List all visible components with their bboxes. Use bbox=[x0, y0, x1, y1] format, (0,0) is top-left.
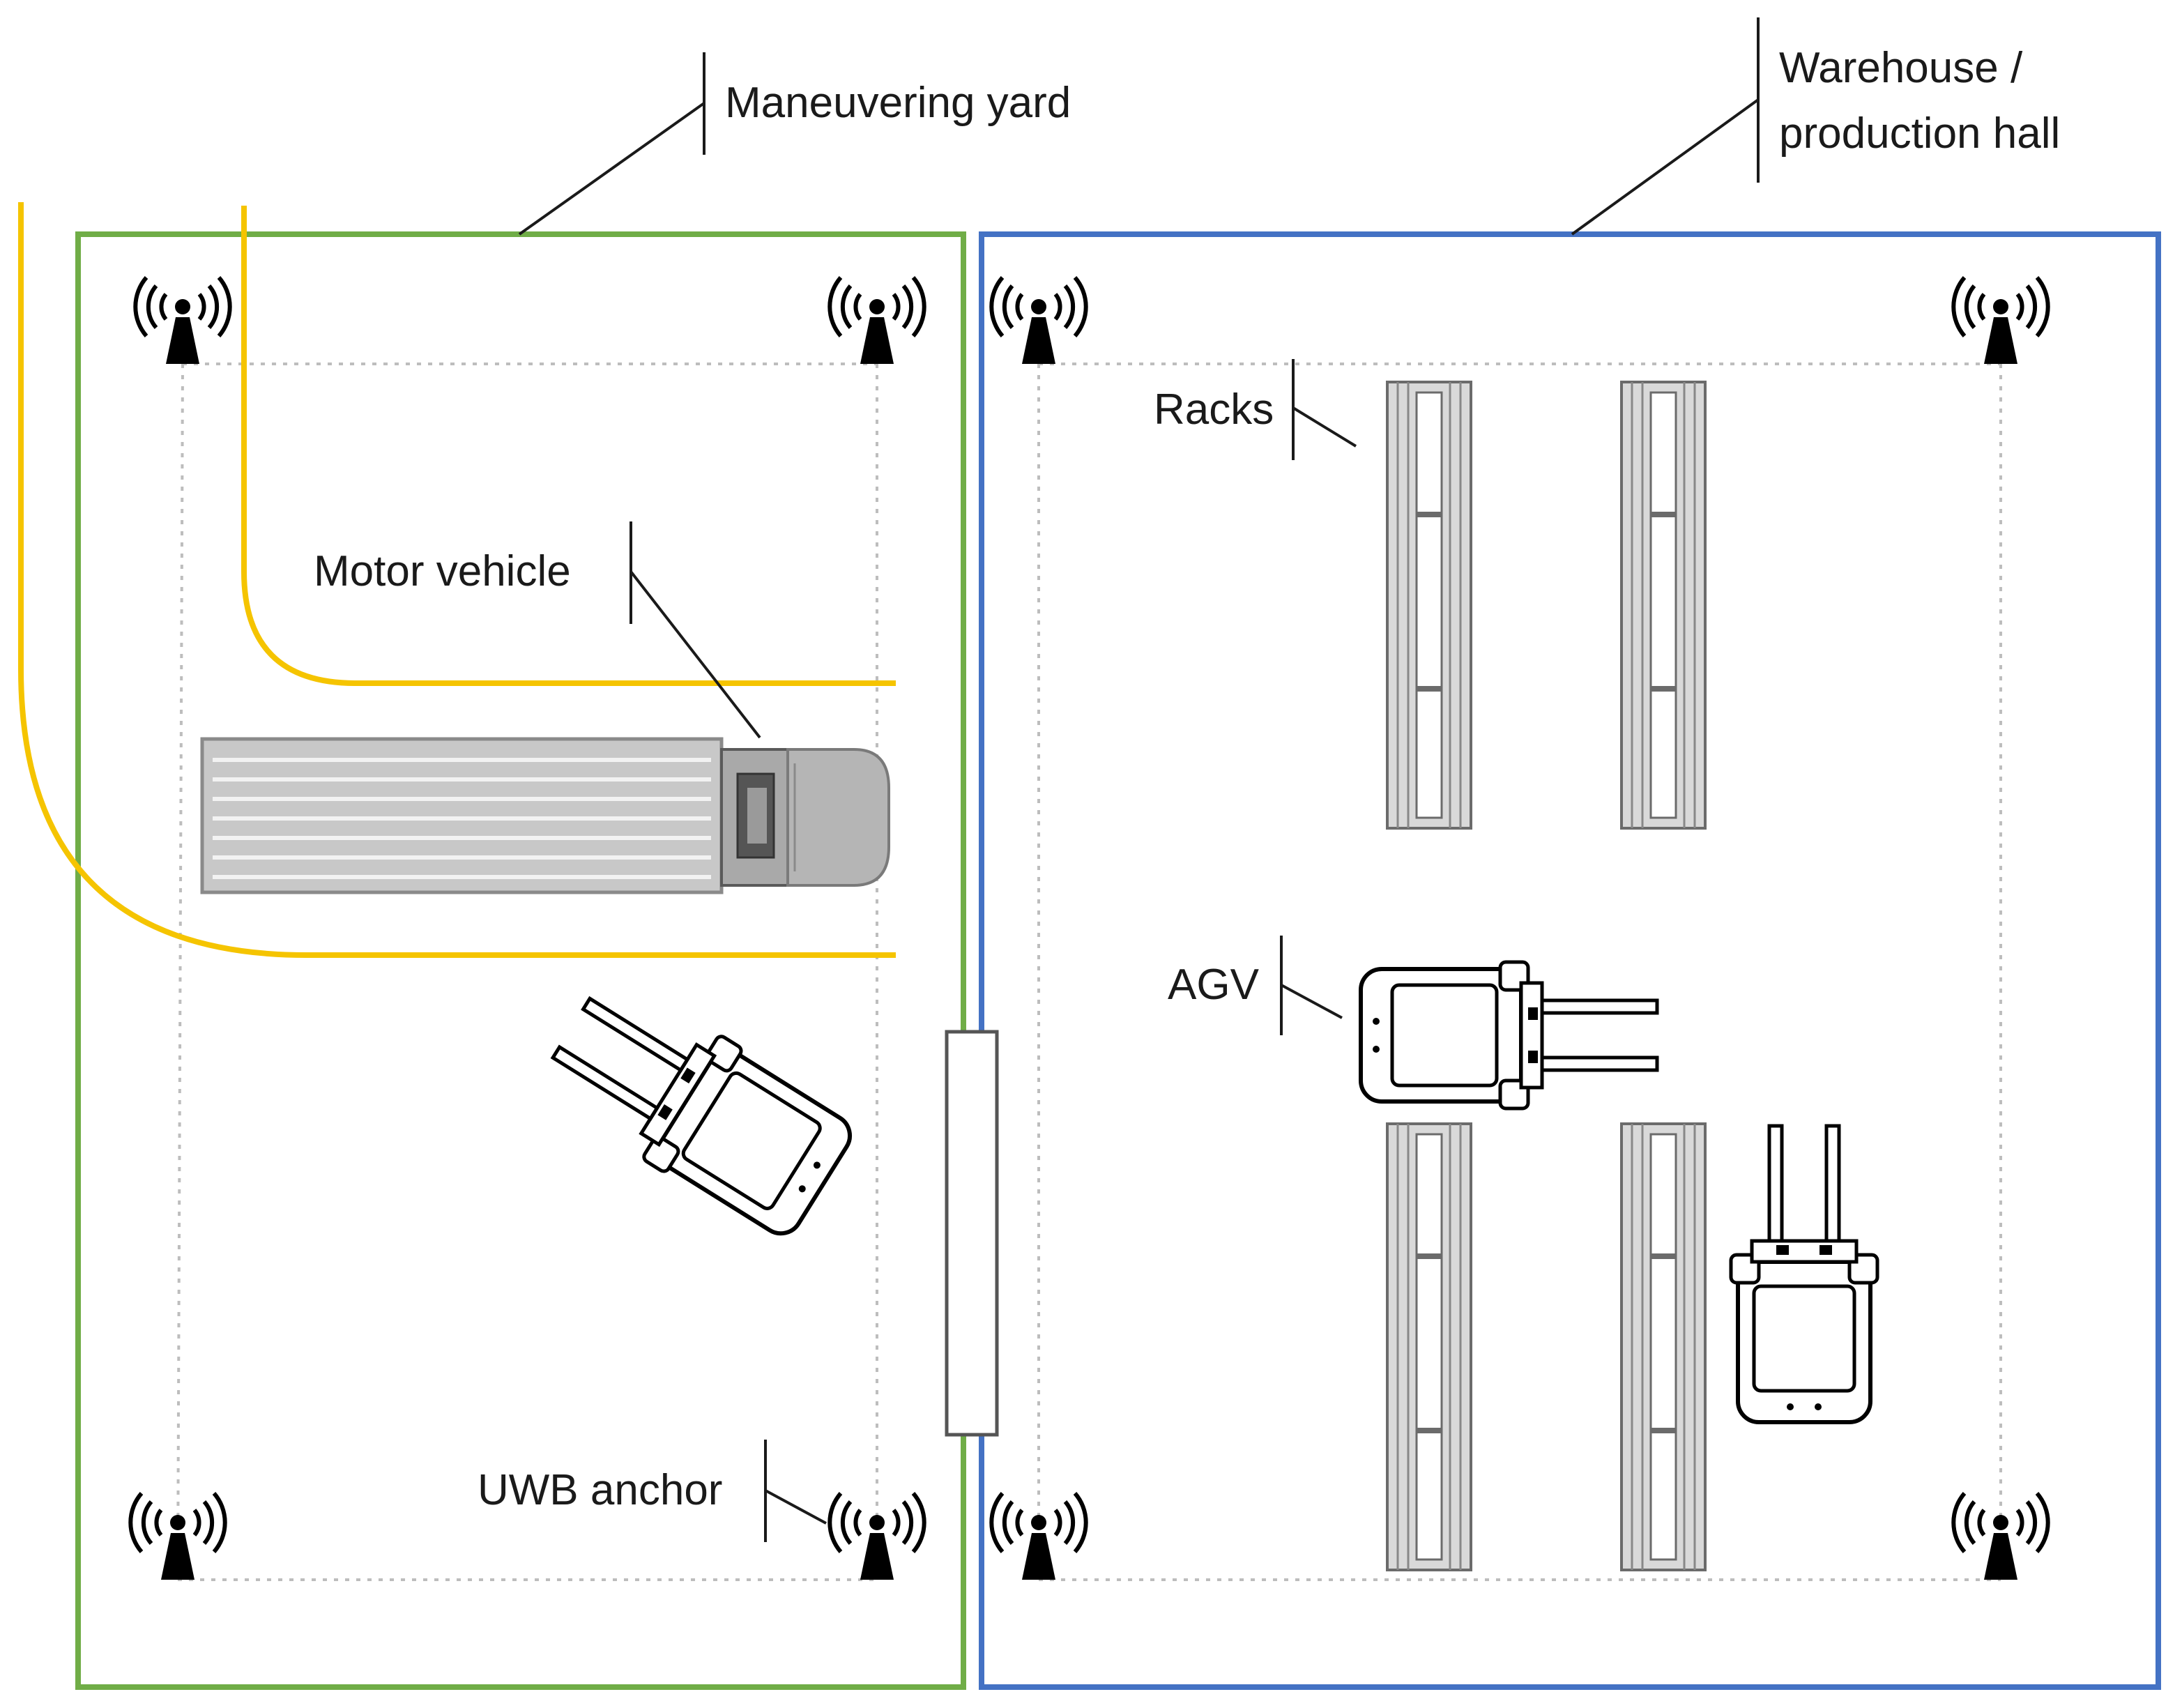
uwb-anchor-icon bbox=[135, 277, 229, 364]
uwb-anchor-icon bbox=[991, 1493, 1085, 1580]
rack-icon bbox=[1387, 1124, 1471, 1570]
rack-icon bbox=[1622, 1124, 1705, 1570]
uwb-anchor-icon bbox=[1953, 1493, 2047, 1580]
uwb-anchor-icon bbox=[830, 1493, 924, 1580]
road-lines bbox=[18, 202, 896, 958]
uwb-anchor-label: UWB anchor bbox=[478, 1466, 722, 1514]
forklift-icon bbox=[533, 966, 862, 1247]
rack-icon bbox=[1622, 382, 1705, 828]
uwb-anchor-icon bbox=[830, 277, 924, 364]
maneuvering-yard-label: Maneuvering yard bbox=[725, 79, 1071, 127]
warehouse-label-line1: Warehouse / bbox=[1779, 44, 2023, 92]
warehouse-label-line2: production hall bbox=[1779, 109, 2060, 158]
agv-label: AGV bbox=[1168, 961, 1260, 1009]
truck-icon bbox=[200, 737, 890, 894]
uwb-anchor-icon bbox=[130, 1493, 224, 1580]
door-icon bbox=[945, 1030, 999, 1437]
motor-vehicle-label: Motor vehicle bbox=[314, 547, 571, 595]
racks-label: Racks bbox=[1154, 386, 1274, 434]
forklift-icon bbox=[1731, 1126, 1877, 1422]
warehouse-zone bbox=[979, 231, 2161, 1690]
uwb-anchor-icon bbox=[1953, 277, 2047, 364]
callout-leaders bbox=[518, 17, 1760, 1542]
uwb-anchor-icon bbox=[991, 277, 1085, 364]
agv-icon bbox=[1361, 962, 1657, 1108]
yard-anchor-grid bbox=[176, 363, 878, 1581]
rack-icon bbox=[1387, 382, 1471, 828]
hall-anchor-grid bbox=[1037, 363, 2002, 1581]
